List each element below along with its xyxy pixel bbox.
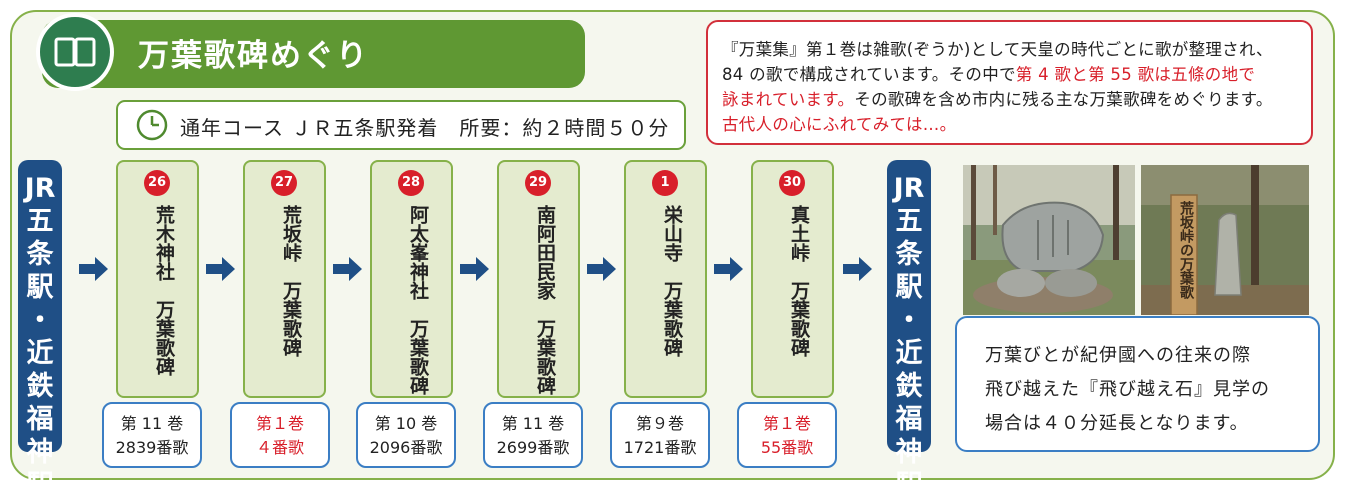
stop-card [116, 160, 199, 398]
info-highlight: 第 4 歌と第 55 歌は五條の地で [1015, 65, 1256, 84]
stop-name: 阿太峯神社 万葉歌碑 [407, 205, 429, 395]
stop-name: 真土峠 万葉歌碑 [788, 205, 810, 357]
poem-number: 2839番歌 [115, 438, 189, 457]
info-line-3: 詠まれています。その歌碑を含め市内に残る主な万葉歌碑をめぐります。 [722, 86, 1273, 110]
stop-number: 27 [271, 170, 297, 196]
volume-label: 第 10 巻 [374, 414, 438, 433]
monument-photo [963, 165, 1135, 315]
note-line-3: 場合は４０分延長となります。 [985, 413, 1249, 434]
poem-box: 第 10 巻 2096番歌 [356, 402, 456, 468]
poem-box: 第９巻 1721番歌 [610, 402, 710, 468]
stop-name: 荒木神社 万葉歌碑 [153, 205, 175, 376]
arrow-right-icon [333, 256, 363, 286]
arrow-right-icon [714, 256, 744, 286]
stop-number: 29 [525, 170, 551, 196]
note-line-1: 万葉びとが紀伊國への往来の際 [985, 345, 1251, 366]
info-line-1: 『万葉集』第１巻は雑歌(ぞうか)として天皇の時代ごとに歌が整理され、 [722, 40, 1273, 59]
stop-card [497, 160, 580, 398]
stop-number: 28 [398, 170, 424, 196]
stop-card [243, 160, 326, 398]
info-line-2: 84 の歌で構成されています。その中で第 4 歌と第 55 歌は五條の地で [722, 61, 1255, 85]
sign-photo: 荒坂峠の万葉歌 [1141, 165, 1309, 315]
info-box [706, 20, 1313, 145]
sign-text: 荒坂峠の万葉歌 [1178, 201, 1194, 299]
stop-name: 栄山寺 万葉歌碑 [661, 205, 683, 357]
volume-label: 第１巻 [255, 414, 304, 433]
note-box [955, 316, 1320, 452]
arrow-right-icon [587, 256, 617, 286]
stop-card [624, 160, 707, 398]
poem-box: 第１巻 55番歌 [737, 402, 837, 468]
stop-number: 30 [779, 170, 805, 196]
info-text: 84 の歌で構成されています。その中で [722, 65, 1016, 84]
stop-number: 1 [652, 170, 678, 196]
note-line-2: 飛び越えた『飛び越え石』見学の [985, 379, 1270, 400]
volume-label: 第９巻 [635, 414, 684, 433]
book-icon [36, 13, 114, 91]
arrow-right-icon [843, 256, 873, 286]
poem-number: 1721番歌 [623, 438, 697, 457]
volume-label: 第 11 巻 [501, 414, 565, 433]
info-text: その歌碑を含め市内に残る主な万葉歌碑をめぐります。 [854, 90, 1273, 109]
poem-box: 第 11 巻 2839番歌 [102, 402, 202, 468]
clock-icon [135, 108, 169, 146]
volume-label: 第１巻 [762, 414, 811, 433]
page-title: 万葉歌碑めぐり [138, 38, 369, 74]
stop-name: 荒坂峠 万葉歌碑 [280, 205, 302, 357]
stop-card [370, 160, 453, 398]
info-line-4: 古代人の心にふれてみては…。 [722, 115, 957, 134]
poem-box: 第 11 巻 2699番歌 [483, 402, 583, 468]
stop-card [751, 160, 834, 398]
stop-number: 26 [144, 170, 170, 196]
arrow-right-icon [79, 256, 109, 286]
poem-number: ４番歌 [255, 438, 304, 457]
poem-number: 2699番歌 [496, 438, 570, 457]
poem-number: 55番歌 [760, 438, 814, 457]
poem-number: 2096番歌 [369, 438, 443, 457]
volume-label: 第 11 巻 [120, 414, 184, 433]
poem-box: 第１巻 ４番歌 [230, 402, 330, 468]
stop-name: 南阿田民家 万葉歌碑 [534, 205, 556, 395]
arrow-right-icon [460, 256, 490, 286]
course-text: 通年コース ＪＲ五条駅発着 所要：約２時間５０分 [180, 116, 670, 140]
title-bar [42, 20, 585, 88]
course-box [116, 100, 686, 150]
arrow-right-icon [206, 256, 236, 286]
info-highlight: 詠まれています。 [722, 90, 855, 109]
